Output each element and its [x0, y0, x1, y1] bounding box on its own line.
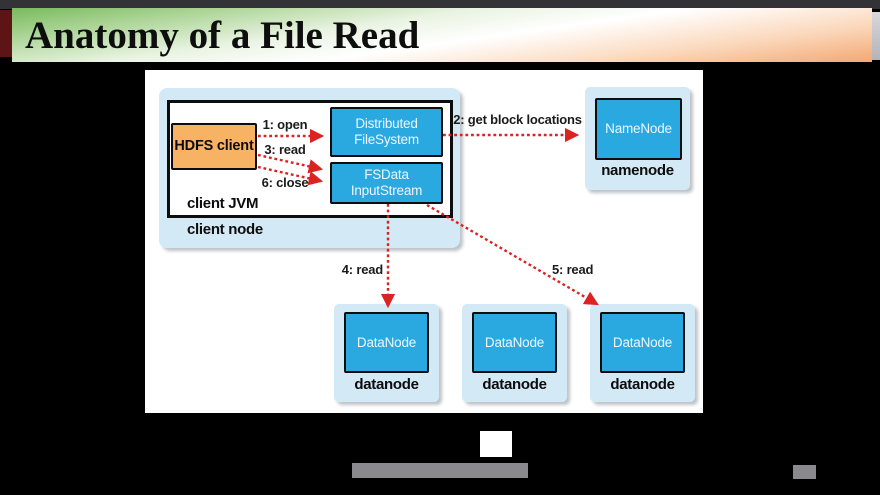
distributed-filesystem-box: Distributed FileSystem — [330, 107, 443, 157]
datanode-label-2: datanode — [482, 376, 547, 393]
client-jvm-label: client JVM — [187, 195, 259, 212]
footer-gray-bar — [352, 463, 528, 478]
top-edge-strip — [0, 0, 880, 9]
arrow-label-4-read: 4: read — [341, 262, 383, 277]
datanode-box-1: DataNode — [344, 312, 429, 373]
title-endcap — [872, 12, 880, 60]
flow-arrows-layer — [257, 127, 599, 309]
datanode-box-2: DataNode — [472, 312, 557, 373]
arrow-label-3-read: 3: read — [264, 142, 306, 157]
arrow-3-read-line — [257, 153, 324, 174]
footer-gray-square — [793, 465, 816, 479]
title-bar: Anatomy of a File Read — [12, 8, 872, 62]
datanode-box-3: DataNode — [600, 312, 685, 373]
footer-white-square — [480, 431, 512, 457]
datanode-label-1: datanode — [354, 376, 419, 393]
title-accent-stripe — [0, 10, 12, 57]
namenode-label: namenode — [601, 162, 674, 179]
arrow-label-5-read: 5: read — [552, 262, 594, 277]
hdfs-client-box: HDFS client — [171, 123, 257, 170]
hdfs-file-read-diagram: HDFS client Distributed FileSystem FSDat… — [145, 70, 703, 413]
slide-title: Anatomy of a File Read — [25, 14, 420, 57]
arrow-label-2-get-block-locations: 2: get block locations — [453, 112, 582, 127]
arrow-5-read-line — [426, 203, 599, 306]
client-node-label: client node — [187, 221, 263, 238]
fsdata-inputstream-box: FSData InputStream — [330, 162, 443, 204]
arrow-label-1-open: 1: open — [262, 117, 308, 132]
namenode-box: NameNode — [595, 98, 682, 160]
arrow-label-6-close: 6: close — [261, 175, 309, 190]
datanode-label-3: datanode — [610, 376, 675, 393]
